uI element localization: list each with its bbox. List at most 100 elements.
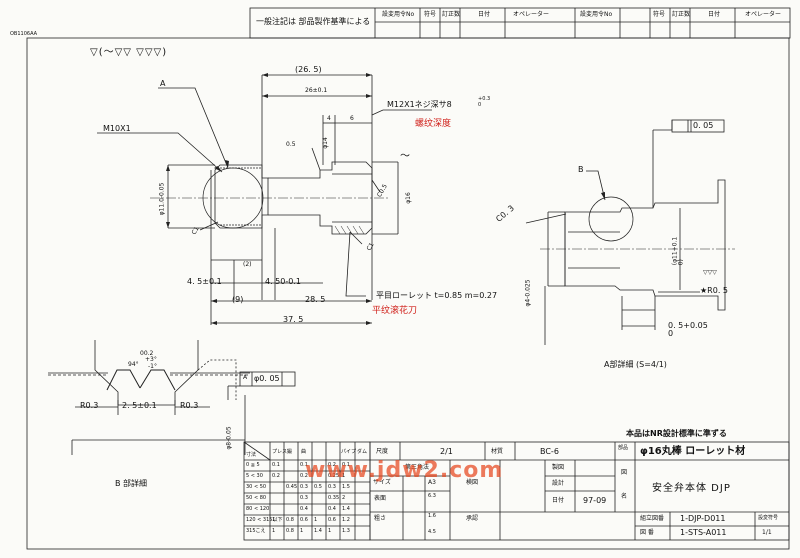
- dia-16: φ16: [404, 192, 412, 204]
- dim-0-2: 00.2: [140, 350, 154, 357]
- rev-col-left-1: 設変用令No: [382, 11, 415, 18]
- check-label: 検図: [466, 479, 479, 486]
- surface-label: 表面: [374, 495, 387, 502]
- tol-plus: +3°: [145, 356, 157, 363]
- third-angle: 第三角法: [405, 464, 430, 471]
- sheet-tag: OB1106AA: [10, 31, 38, 37]
- drawing-no: 1-STS-A011: [680, 528, 727, 537]
- tol-cell: 0.8: [286, 517, 294, 523]
- dia-8: φ8-0.05: [225, 426, 233, 450]
- tol-cell: 0.1: [300, 462, 308, 468]
- size-label: サイズ: [373, 479, 391, 486]
- rev-col-left-4: 日付: [478, 11, 491, 18]
- tol-cell: 1: [342, 473, 346, 479]
- tol-cell: 120 < 315以下: [246, 517, 283, 523]
- dim-4-5-b: 4. 50-0.1: [265, 277, 301, 286]
- tol-hdr-3: 曲: [301, 449, 307, 455]
- rev-col-right-3: 訂正数: [672, 11, 691, 18]
- tol-hdr-0: 寸法: [246, 452, 257, 458]
- tol-hdr-4: パイプ: [341, 449, 357, 455]
- surface-val-3: 4.5: [428, 529, 436, 535]
- tol-cell: 1.4: [314, 528, 322, 534]
- detail-a-title: A部詳細 (S=4/1): [604, 360, 667, 369]
- caption: 本品はNR設計標準に準ずる: [626, 429, 727, 438]
- rev-col-left-5: オペレーター: [513, 11, 550, 18]
- drawn-label: 製図: [552, 464, 565, 471]
- approve-label: 承認: [466, 515, 479, 522]
- scale-label: 尺度: [376, 448, 389, 455]
- tol-cell: 0.35: [328, 495, 340, 501]
- tol-cell: 0 ≦ 5: [246, 462, 260, 468]
- tol-cell: 0.3: [328, 484, 336, 490]
- r0-3-left: R0.3: [80, 401, 99, 410]
- detail-a-surface: ▽▽▽: [703, 269, 717, 276]
- assembly-label: 組立図番: [640, 515, 665, 522]
- tol-cell: 1: [328, 528, 332, 534]
- tol-cell: 0.2: [300, 473, 308, 479]
- watermark: www.jdw2.com: [305, 458, 504, 483]
- tol-cell: 1: [314, 517, 318, 523]
- rev-col-right-4: 日付: [708, 11, 721, 18]
- roughness-label: 粗さ: [374, 515, 387, 522]
- material-label: 材質: [491, 448, 504, 455]
- tol-cell: 0.2: [272, 473, 280, 479]
- thread-depth-cn: 螺纹深度: [415, 119, 452, 129]
- tol-cell: 0.4: [300, 506, 308, 512]
- dia-11-tol: (φ11+0.1 0): [671, 236, 685, 266]
- rev-col-left-2: 符号: [424, 11, 437, 18]
- dim-2: (2): [243, 261, 252, 268]
- tol-minus: -1°: [148, 363, 157, 370]
- angle-94: 94°: [128, 361, 139, 368]
- material: BC-6: [540, 447, 559, 456]
- tol-cell: 0.3: [300, 495, 308, 501]
- surface-val-2: 1.6: [428, 513, 436, 519]
- tol-hdr-5: ダム: [357, 449, 368, 455]
- tol-cell: 1: [272, 528, 276, 534]
- detail-b-title: B 部詳細: [115, 479, 148, 488]
- tol-cell: 80 < 120: [246, 506, 270, 512]
- tol-cell: 1.2: [342, 517, 350, 523]
- rev-col-left-3: 訂正数: [442, 11, 461, 18]
- dim-9: (9): [232, 295, 244, 304]
- dim-2-5: 2. 5±0.1: [122, 401, 157, 410]
- r0-3-right: R0.3: [180, 401, 199, 410]
- date-label: 日付: [552, 497, 565, 504]
- runout-a: 0. 05: [693, 121, 714, 130]
- dim-26: 26±0.1: [305, 87, 328, 94]
- dim-0-5: 0.5: [286, 141, 296, 148]
- runout-b: φ0. 05: [254, 374, 280, 383]
- tol-cell: 1: [300, 528, 304, 534]
- label-b: B: [578, 165, 584, 174]
- label-a: A: [160, 79, 166, 88]
- tol-hdr-1: プレス: [272, 449, 288, 455]
- surface-finish-symbol: ▽(～▽▽ ▽▽▽): [90, 47, 168, 58]
- part-name: 安全弁本体 DJP: [652, 483, 731, 494]
- tol-cell: 5 < 30: [246, 473, 263, 479]
- dim-6: 6: [350, 115, 354, 122]
- dim-overall-paren: (26. 5): [295, 65, 322, 74]
- dia-14: φ14: [321, 137, 329, 149]
- tol-hdr-2: 鍛: [287, 449, 293, 455]
- dim-4: 4: [327, 115, 331, 122]
- sheet-no: 1/1: [762, 529, 772, 536]
- rev-col-right-1: 設変用令No: [580, 11, 613, 18]
- tol-cell: 0.6: [328, 517, 336, 523]
- design-label: 設計: [552, 480, 565, 487]
- knurl-cn: 平纹滚花刀: [372, 306, 418, 316]
- rev-label: 設変符号: [758, 515, 779, 521]
- thread-m10: M10X1: [103, 124, 131, 133]
- approx-symbol: ～: [400, 151, 410, 162]
- mei-label: 名: [621, 493, 628, 500]
- scale: 2/1: [440, 447, 453, 456]
- parts-label: 部品: [618, 445, 629, 451]
- rev-col-right-5: オペレーター: [745, 11, 782, 18]
- tol-cell: 1.4: [342, 506, 350, 512]
- dia-4: φ4-0.025: [524, 279, 532, 307]
- tol-cell: 0.8: [286, 528, 294, 534]
- knurl-spec: 平目ローレット t=0.85 m=0.27: [376, 291, 498, 300]
- dim-4-5-a: 4. 5±0.1: [187, 277, 222, 286]
- assembly-no: 1-DJP-D011: [680, 514, 726, 523]
- tol-cell: 0.25: [328, 473, 340, 479]
